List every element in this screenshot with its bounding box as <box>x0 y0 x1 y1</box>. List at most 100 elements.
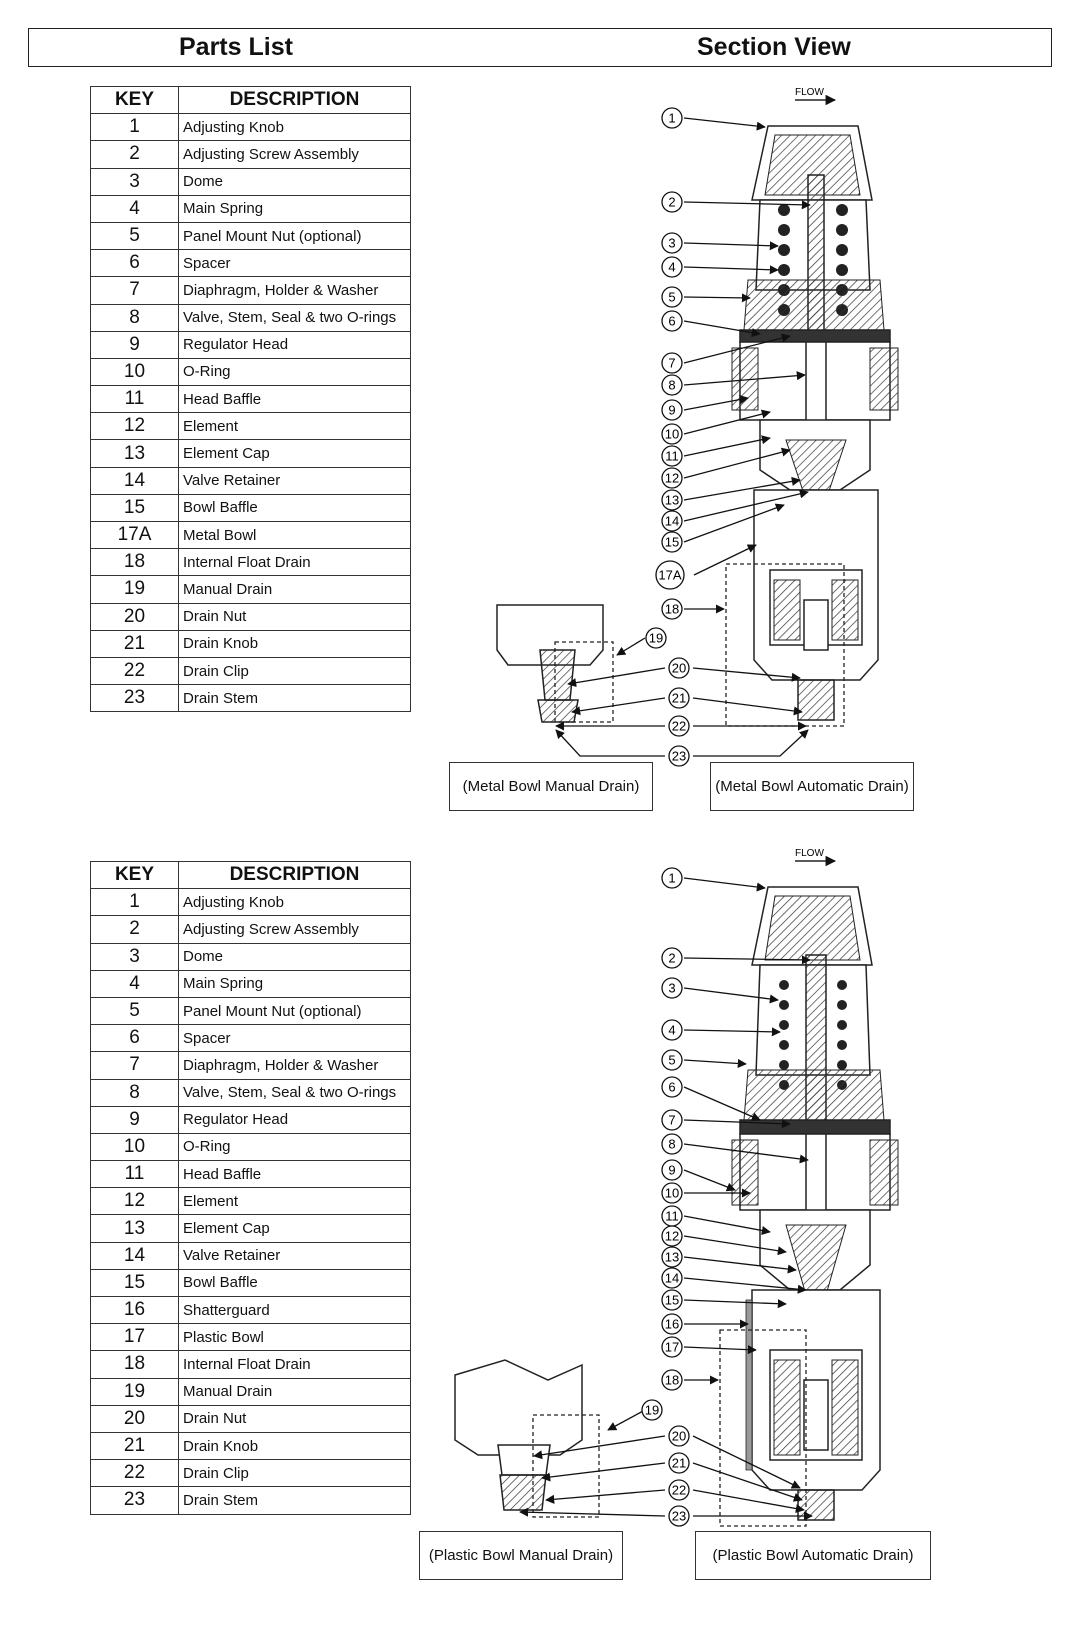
callout-number: 4 <box>668 1023 675 1038</box>
callout-circle <box>661 1182 683 1204</box>
part-key: 18 <box>90 548 179 577</box>
plastic-bowl-regulator-drawing <box>454 855 899 1527</box>
part-description: Main Spring <box>178 194 411 223</box>
callout-number: 7 <box>668 356 675 371</box>
callout-circle <box>661 445 683 467</box>
part-description: Valve Retainer <box>178 1241 411 1270</box>
callout-number: 6 <box>668 1080 675 1095</box>
callout-number: 15 <box>665 1293 679 1308</box>
plastic-bowl-leader-lines <box>519 877 813 1521</box>
callout-circle <box>661 947 683 969</box>
part-key: 7 <box>90 1051 179 1080</box>
callout-circle <box>661 1246 683 1268</box>
description-column-header: DESCRIPTION <box>178 85 411 115</box>
callout-number: 22 <box>672 719 686 734</box>
metal-bowl-leader-lines <box>555 117 811 757</box>
callout-number: 10 <box>665 427 679 442</box>
metal-bowl-automatic-drain-caption: (Metal Bowl Automatic Drain) <box>710 762 914 811</box>
callout-number: 1 <box>668 871 675 886</box>
callout-number: 4 <box>668 260 675 275</box>
callout-number: 17A <box>658 568 681 583</box>
callout-number: 5 <box>668 290 675 305</box>
callout-number: 19 <box>645 1403 659 1418</box>
callout-number: 17 <box>665 1340 679 1355</box>
callout-number: 13 <box>665 493 679 508</box>
part-description: Internal Float Drain <box>178 1350 411 1379</box>
callout-circle <box>661 510 683 532</box>
part-key: 3 <box>90 167 179 196</box>
part-description: Drain Knob <box>178 1431 411 1461</box>
part-key: 10 <box>90 357 179 387</box>
callout-number: 11 <box>665 449 679 464</box>
callout-circle <box>661 107 683 129</box>
callout-circle <box>661 1336 683 1358</box>
callout-circle <box>661 1267 683 1289</box>
description-column-header: DESCRIPTION <box>178 860 411 890</box>
callout-number: 12 <box>665 471 679 486</box>
part-description: Spacer <box>178 249 411 278</box>
callout-circle <box>668 715 690 737</box>
callout-number: 2 <box>668 951 675 966</box>
part-key: 2 <box>90 915 179 944</box>
part-description: Spacer <box>178 1024 411 1053</box>
part-description: Main Spring <box>178 969 411 998</box>
parts-list-title: Parts List <box>179 33 293 61</box>
part-key: 20 <box>90 602 179 631</box>
part-key: 19 <box>90 575 179 604</box>
callout-number: 21 <box>672 691 686 706</box>
callout-number: 12 <box>665 1229 679 1244</box>
part-description: Valve, Stem, Seal & two O-rings <box>178 303 411 332</box>
part-description: Element Cap <box>178 1214 411 1243</box>
callout-number: 15 <box>665 535 679 550</box>
callout-circle <box>661 310 683 332</box>
callout-circle <box>661 598 683 620</box>
part-description: Metal Bowl <box>178 520 411 550</box>
callout-circle <box>661 1133 683 1155</box>
callout-circle <box>661 399 683 421</box>
callout-number: 7 <box>668 1113 675 1128</box>
part-description: Valve, Stem, Seal & two O-rings <box>178 1078 411 1107</box>
callout-number: 9 <box>668 403 675 418</box>
callout-number: 21 <box>672 1456 686 1471</box>
callout-number: 16 <box>665 1317 679 1332</box>
callout-number: 8 <box>668 378 675 393</box>
callout-number: 2 <box>668 195 675 210</box>
part-key: 18 <box>90 1350 179 1379</box>
callout-number: 10 <box>665 1186 679 1201</box>
callout-number: 3 <box>668 981 675 996</box>
callout-circle <box>661 352 683 374</box>
part-key: 14 <box>90 1241 179 1270</box>
part-description: Drain Nut <box>178 602 411 631</box>
table-header-row: KEY DESCRIPTION <box>90 860 411 890</box>
part-key: 4 <box>90 969 179 998</box>
part-description: Panel Mount Nut (optional) <box>178 221 411 251</box>
part-description: Adjusting Knob <box>178 113 411 142</box>
callout-number: 9 <box>668 1163 675 1178</box>
part-key: 13 <box>90 439 179 468</box>
